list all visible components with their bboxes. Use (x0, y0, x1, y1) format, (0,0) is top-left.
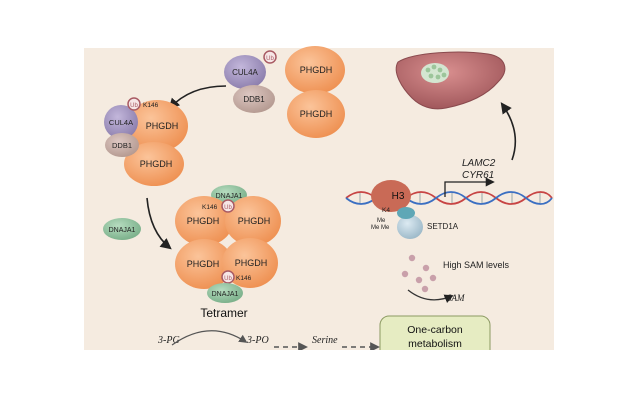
dnaja1-label: DNAJA1 (212, 291, 239, 298)
k146-label: K146 (236, 275, 252, 282)
dnaja1-protein (103, 218, 141, 240)
sam-dot (421, 285, 429, 293)
tumor-cell (437, 67, 443, 73)
phgdh-label: PHGDH (300, 109, 333, 119)
k146-label: K146 (143, 102, 159, 109)
pathway-arrow (171, 330, 248, 346)
metabolite-3po: 3-PO (246, 335, 269, 346)
sam-dot (422, 264, 430, 272)
ub-tag (127, 97, 141, 111)
phgdh-label: PHGDH (187, 259, 220, 269)
phgdh-protein (126, 100, 188, 152)
one-carbon-line1: One-carbon (407, 324, 463, 336)
ub-label: Ub (130, 103, 138, 109)
phgdh-protein (222, 238, 278, 288)
sam-dot (408, 254, 416, 262)
liver-organ (395, 51, 506, 110)
gene-lamc2: LAMC2 (462, 158, 496, 169)
one-carbon-line2: metabolism (408, 338, 462, 350)
dnaja1-label: DNAJA1 (216, 193, 243, 200)
sam-dot (415, 276, 423, 284)
setd1a-cap (397, 207, 415, 219)
ub-tag (221, 199, 235, 213)
ub-tag (263, 50, 277, 64)
phgdh-label: PHGDH (300, 65, 333, 75)
sam-dot (429, 274, 437, 282)
ddb1-protein (233, 85, 275, 113)
tumor-cell (431, 64, 437, 70)
h3-histone (371, 180, 411, 212)
tumor-cell (425, 67, 431, 73)
metabolite-serine: Serine (312, 335, 338, 346)
cul4a-protein (104, 105, 138, 139)
ub-label: Ub (266, 56, 274, 62)
phgdh-protein (285, 46, 345, 94)
gene-cyr61: CYR61 (462, 170, 494, 181)
tumor-cell (441, 72, 447, 78)
ddb1-label: DDB1 (112, 141, 132, 150)
phgdh-protein (175, 239, 233, 289)
cul4a-label: CUL4A (232, 68, 258, 77)
phgdh-label: PHGDH (235, 258, 268, 268)
tumor-cell (435, 74, 441, 80)
ub-label: Ub (224, 276, 232, 282)
sam-arrow (407, 289, 454, 303)
setd1a-protein (397, 215, 423, 239)
sam-dot (401, 270, 409, 278)
assembly-arrow (146, 197, 172, 250)
ub-label: Ub (224, 205, 232, 211)
cul4a-protein (224, 55, 266, 89)
ubiquitinated-complex: PHGDH PHGDH CUL4A DDB1 Ub K146 (104, 97, 188, 186)
phgdh-label: PHGDH (140, 159, 173, 169)
bottom-crop (84, 350, 554, 370)
setd1a-label: SETD1A (427, 222, 459, 231)
dnaja1-label: DNAJA1 (109, 227, 136, 234)
liver-shape (395, 51, 506, 110)
phgdh-label: PHGDH (187, 216, 220, 226)
high-sam-label: High SAM levels (443, 260, 510, 270)
phgdh-protein (287, 90, 345, 138)
phgdh-protein (225, 196, 281, 246)
phgdh-protein (124, 142, 184, 186)
phgdh-label: PHGDH (238, 216, 271, 226)
phgdh-label: PHGDH (146, 121, 179, 131)
h3-label: H3 (392, 191, 405, 202)
k146-label: K146 (202, 204, 218, 211)
phgdh-protein (175, 196, 233, 246)
me-me-label: Me Me (371, 225, 390, 231)
ub-tag (221, 270, 235, 284)
cul4a-label: CUL4A (109, 118, 133, 127)
me-label: Me (377, 218, 386, 224)
sam-molecules (401, 254, 437, 293)
metabolite-3pg: 3-PG (157, 335, 180, 346)
transcription-arrow (444, 177, 495, 197)
ddb1-label: DDB1 (243, 95, 265, 104)
sam-label: SAM (447, 293, 465, 303)
liver-arrow (500, 102, 517, 161)
dnaja1-protein (207, 283, 243, 303)
free-complex: CUL4A DDB1 Ub PHGDH PHGDH (224, 46, 345, 138)
tumor-cell (428, 73, 434, 79)
ddb1-protein (105, 133, 139, 157)
tetramer-title: Tetramer (200, 306, 247, 320)
tetramer-complex: DNAJA1 PHGDH PHGDH PHGDH PHGDH Ub K146 U… (175, 185, 281, 303)
k4-label: K4 (382, 207, 390, 214)
